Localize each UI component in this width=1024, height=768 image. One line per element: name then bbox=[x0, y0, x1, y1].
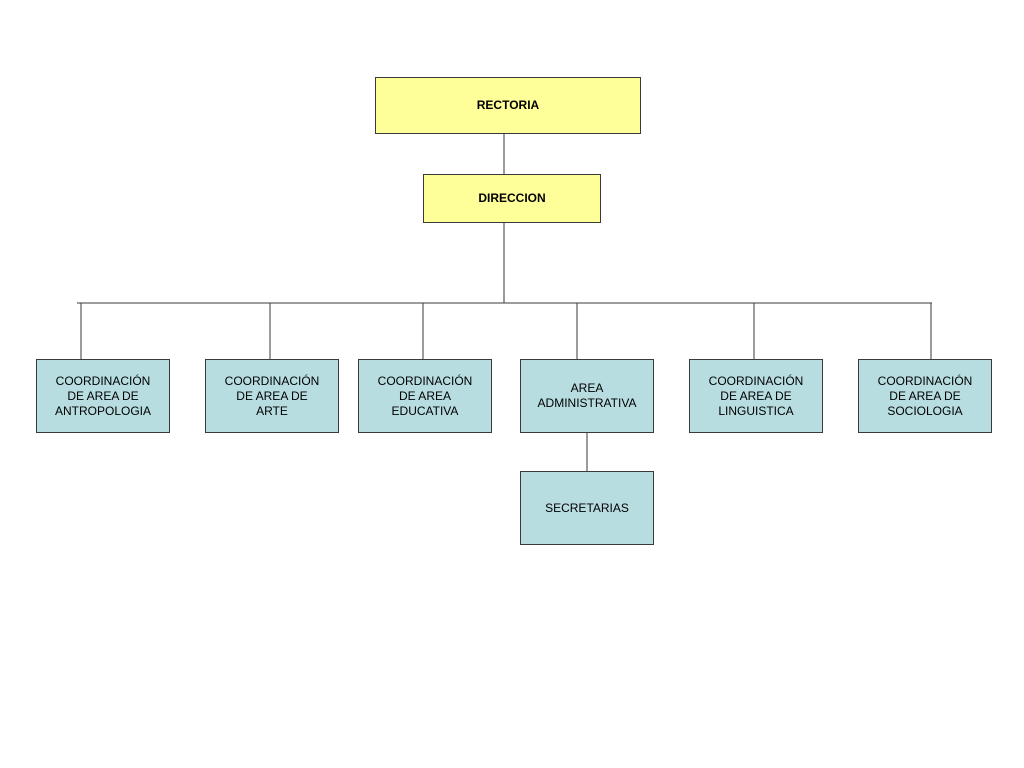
node-rectoria: RECTORIA bbox=[375, 77, 641, 134]
node-secretarias: SECRETARIAS bbox=[520, 471, 654, 545]
node-coordinacion-sociologia: COORDINACIÓN DE AREA DE SOCIOLOGIA bbox=[858, 359, 992, 433]
node-coordinacion-arte: COORDINACIÓN DE AREA DE ARTE bbox=[205, 359, 339, 433]
node-area-administrativa: AREA ADMINISTRATIVA bbox=[520, 359, 654, 433]
node-coordinacion-educativa: COORDINACIÓN DE AREA EDUCATIVA bbox=[358, 359, 492, 433]
node-direccion: DIRECCION bbox=[423, 174, 601, 223]
node-coordinacion-linguistica: COORDINACIÓN DE AREA DE LINGUISTICA bbox=[689, 359, 823, 433]
node-coordinacion-antropologia: COORDINACIÓN DE AREA DE ANTROPOLOGIA bbox=[36, 359, 170, 433]
